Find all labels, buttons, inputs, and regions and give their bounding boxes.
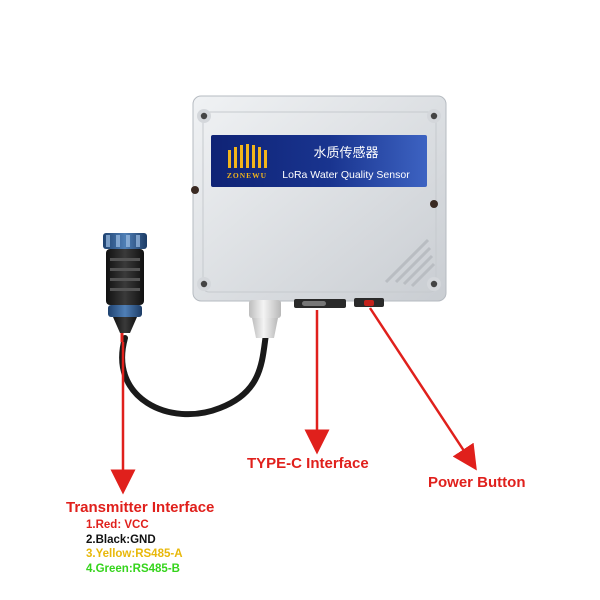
zonewu-logo: [228, 144, 267, 168]
type-c-port: [294, 299, 346, 308]
cable-gland: [249, 300, 281, 338]
aviation-connector: [103, 233, 147, 333]
wire-legend: 1.Red: VCC 2.Black:GND 3.Yellow:RS485-A …: [86, 518, 183, 576]
wire-yellow-label: 3.Yellow:RS485-A: [86, 548, 183, 560]
device-title-cn: 水质传感器: [313, 145, 378, 161]
logo-brand-text: ZONEWU: [227, 171, 267, 180]
power-callout-label: Power Button: [428, 474, 526, 491]
typec-callout-label: TYPE-C Interface: [247, 455, 369, 472]
power-button: [354, 298, 384, 307]
wire-green-label: 4.Green:RS485-B: [86, 562, 180, 575]
device-label-plate: [211, 135, 427, 187]
wire-red-label: 1.Red: VCC: [86, 519, 149, 531]
sensor-enclosure: ZONEWU 水质传感器 LoRa Water Quality Sensor: [191, 95, 447, 302]
sensor-cable: [119, 331, 269, 418]
transmitter-callout-label: Transmitter Interface: [66, 499, 215, 516]
wire-black-label: 2.Black:GND: [86, 533, 156, 546]
device-title-en: LoRa Water Quality Sensor: [282, 169, 410, 181]
power-arrow: [368, 307, 477, 471]
